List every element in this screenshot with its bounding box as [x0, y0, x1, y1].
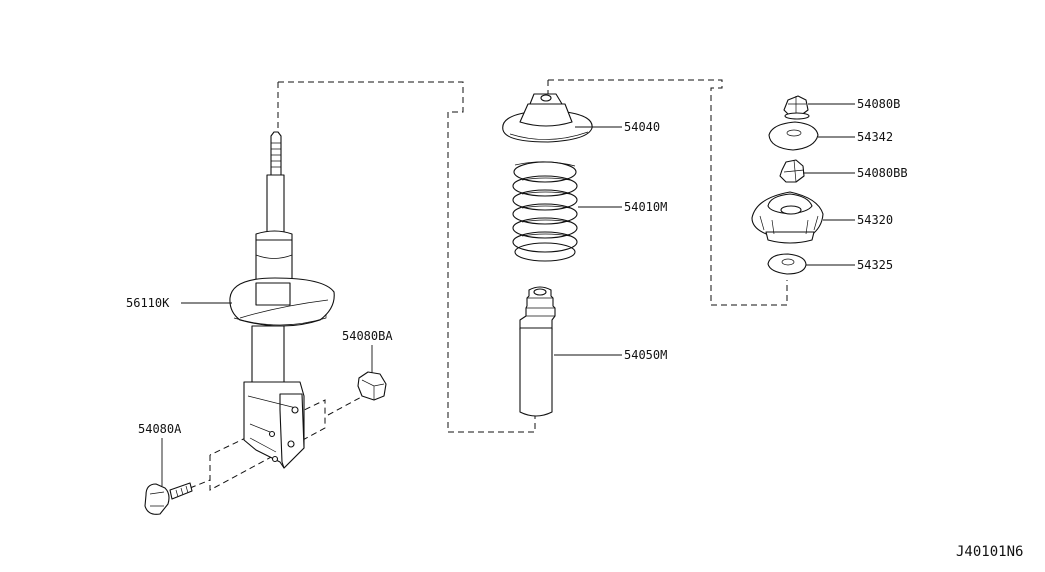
leader-lines: [161, 103, 855, 486]
spring-seat-icon: [767, 253, 807, 275]
strut-mount-insulator-icon: [502, 93, 593, 143]
label-bump-stopper: 54050M: [624, 348, 667, 362]
bracket-bolt-dashed-box: [189, 394, 366, 491]
label-coil-spring: 54010M: [624, 200, 667, 214]
flange-nut-icon: [783, 95, 810, 120]
bracket-bolt-icon: [144, 482, 193, 515]
label-washer: 54342: [857, 130, 893, 144]
label-nut-top: 54080B: [857, 97, 900, 111]
label-mount-rubber: 54320: [857, 213, 893, 227]
coil-spring-icon: [512, 161, 578, 262]
label-nut-lower: 54080BB: [857, 166, 908, 180]
assembly-outline-mount-group: [547, 79, 788, 306]
label-strut: 56110K: [126, 296, 170, 310]
washer-icon: [768, 121, 819, 151]
label-seat: 54325: [857, 258, 893, 272]
hex-nut-icon: [779, 159, 805, 183]
label-bolt: 54080A: [138, 422, 182, 436]
diagram-code: J40101N6: [956, 544, 1023, 560]
bump-stopper-icon: [519, 286, 556, 417]
assembly-outline-strut-group: [277, 81, 536, 433]
strut-assembly-icon: [229, 131, 335, 469]
label-nut-bracket: 54080BA: [342, 329, 393, 343]
mounting-rubber-icon: [751, 191, 824, 244]
bracket-nut-icon: [357, 371, 387, 401]
label-mount-insulator: 54040: [624, 120, 660, 134]
